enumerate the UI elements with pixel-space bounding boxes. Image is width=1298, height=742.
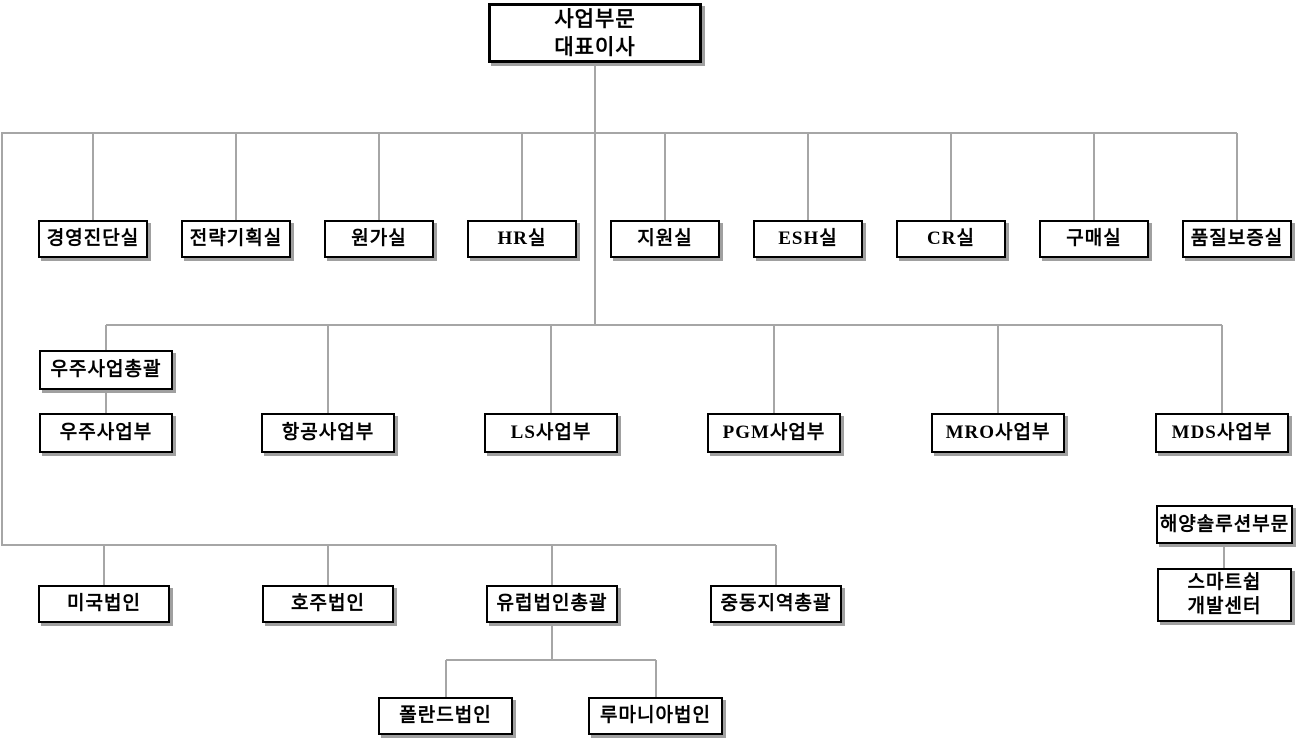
node-label: 중동지역총괄 [720,593,832,615]
node-cr-office: CR실 [896,220,1006,258]
node-pgm-division: PGM사업부 [707,413,841,453]
node-space-business-lead: 우주사업총괄 [39,350,173,390]
node-label: 대표이사 [554,35,636,59]
node-label: 유럽법인총괄 [496,593,608,615]
node-label: CR실 [927,228,975,250]
node-smartship-dev-center: 스마트쉽 개발센터 [1157,568,1292,622]
node-label: 지원실 [637,228,693,250]
node-europe-subsidiaries-lead: 유럽법인총괄 [486,585,618,623]
node-australia-subsidiary: 호주법인 [262,585,394,623]
node-label: PGM사업부 [722,422,826,444]
node-middle-east-region-lead: 중동지역총괄 [710,585,842,623]
node-label: 전략기획실 [189,228,283,250]
node-label: 폴란드법인 [399,705,492,727]
node-aviation-division: 항공사업부 [261,413,395,453]
node-mds-division: MDS사업부 [1155,413,1289,453]
node-label: 항공사업부 [281,422,375,444]
node-space-division: 우주사업부 [39,413,173,453]
node-label: HR실 [497,228,547,250]
node-marine-solution-unit: 해양솔루션부문 [1156,505,1293,544]
node-support-office: 지원실 [610,220,720,258]
node-purchasing-office: 구매실 [1039,220,1149,258]
node-label: MRO사업부 [945,422,1051,444]
node-cost-office: 원가실 [324,220,434,258]
node-label: 구매실 [1066,228,1122,250]
node-label: 호주법인 [291,593,365,615]
node-label: LS사업부 [510,422,592,444]
node-label: MDS사업부 [1171,422,1273,444]
node-management-diagnosis-office: 경영진단실 [38,220,148,258]
node-label: 미국법인 [67,593,141,615]
node-label: 품질보증실 [1190,228,1284,250]
node-poland-subsidiary: 폴란드법인 [378,697,513,735]
node-label: 우주사업부 [59,422,153,444]
node-label: 우주사업총괄 [50,359,162,381]
node-esh-office: ESH실 [753,220,863,258]
node-label: 원가실 [351,228,407,250]
node-label: 스마트쉽 [1187,572,1262,594]
node-mro-division: MRO사업부 [931,413,1065,453]
node-hr-office: HR실 [467,220,577,258]
node-label: 경영진단실 [46,228,140,250]
node-usa-subsidiary: 미국법인 [38,585,170,623]
node-label: 해양솔루션부문 [1159,513,1290,535]
node-quality-assurance-office: 품질보증실 [1182,220,1292,258]
node-strategic-planning-office: 전략기획실 [181,220,291,258]
node-romania-subsidiary: 루마니아법인 [588,697,723,735]
node-label: 루마니아법인 [600,705,711,727]
node-label: 개발센터 [1187,596,1262,617]
node-ls-division: LS사업부 [484,413,618,453]
node-label: ESH실 [778,228,838,250]
node-ceo: 사업부문 대표이사 [488,3,702,63]
node-label: 사업부문 [554,6,636,31]
